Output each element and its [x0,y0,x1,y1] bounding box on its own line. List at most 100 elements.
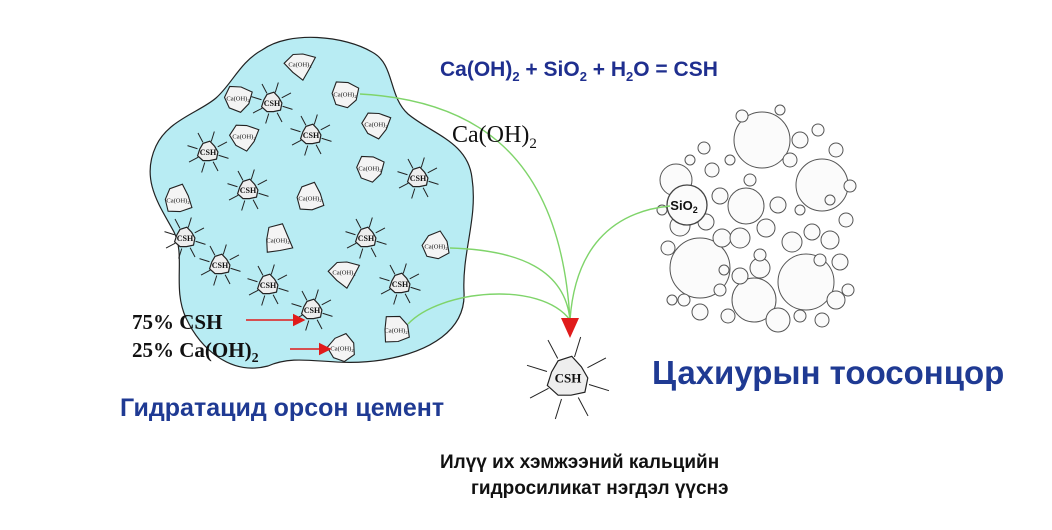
silica-particle [795,158,849,212]
csh-particle: CSH [291,289,333,331]
caoh-label: Ca(OH)2 [330,346,353,354]
silica-particle [782,152,798,168]
csh-label: CSH [212,261,229,270]
caoh-body [356,155,385,183]
silica-particle [838,212,854,228]
csh-label: CSH [200,148,217,157]
caoh-particle: Ca(OH)2 [356,155,385,183]
silica-particle-labeled: SiO2 [666,184,708,226]
silica-particle [841,283,855,297]
caption-hydrated-cement: Гидратацид орсон цемент [120,394,445,422]
product-csh-particle: CSH [526,336,610,420]
silica-particle [756,218,776,238]
csh-body [260,91,283,113]
csh-label: CSH [264,99,281,108]
caoh-label: Ca(OH)2 [266,238,289,246]
csh-spike [187,145,198,150]
silica-particle [814,312,830,328]
csh-spike [257,179,268,186]
csh-spike [574,336,582,358]
csh-particle: CSH [379,263,421,305]
csh-particle: CSH [227,169,269,211]
caoh-body [326,332,355,363]
csh-spike [305,320,310,331]
silica-particle [828,142,844,158]
reaction-arrows [359,93,671,325]
caoh-body [283,53,317,82]
silica-particle [720,308,736,324]
csh-spike [355,218,362,229]
csh-spike [209,245,216,256]
csh-spike [258,192,269,197]
caoh-particle: Ca(OH)2 [361,112,392,140]
csh-spike [237,170,244,181]
silica-particle [727,187,765,225]
csh-body [236,178,259,200]
csh-spike [409,273,420,280]
csh-spike [577,397,589,417]
csh-spike [230,267,241,272]
silica-particle [769,196,787,214]
silica-particle [820,230,840,250]
csh-label: CSH [358,234,375,243]
silica-particle [724,154,736,166]
caoh-particle: Ca(OH)2 [164,183,193,213]
caoh-particle: Ca(OH)2 [296,181,325,211]
silica-particle [791,131,809,149]
csh-spike [320,124,331,131]
csh-spike [261,295,266,306]
silica-particle [718,264,730,276]
csh-spike [291,303,302,308]
csh-spike [314,289,319,300]
silica-particle [803,223,821,241]
silica-particle [731,267,749,285]
csh-spike [428,180,439,185]
caption-silica-fume: Цахиурын тоосонцор [652,354,1005,391]
silica-particle [743,173,757,187]
silica-particle [793,309,807,323]
silica-particle [826,290,846,310]
csh-body [299,123,322,145]
silica-particle [777,253,835,311]
csh-spike [218,154,229,159]
caoh-body [228,124,260,152]
csh-body [256,273,279,295]
equation-subscript: 2 [579,69,587,85]
caoh-label: Ca(OH)2 [226,96,249,104]
caoh-body [223,85,253,113]
caoh-body [164,183,193,213]
arrow-from-caoh-mid [449,247,571,321]
csh-spike [397,171,408,176]
csh-body [406,166,429,188]
footer-line-1: Илүү их хэмжээний кальцийн [440,452,720,473]
csh-spike [277,274,288,281]
csh-spike [547,339,559,359]
reaction-equation: Ca(OH)2 + SiO2 + H2O = CSH [440,58,718,84]
csh-spike [248,289,259,296]
arrow-from-caoh-bottom [407,293,571,325]
csh-spike [587,357,607,369]
arrow-from-caoh-top [359,93,571,321]
csh-particle: CSH [397,157,439,199]
equation-part: + SiO [519,58,580,81]
csh-spike [212,161,219,172]
csh-spike [265,113,270,124]
csh-spike [420,157,425,168]
silica-particle [765,307,791,333]
csh-spike [224,274,231,285]
equation-part: O = CSH [633,58,718,81]
caoh-particle: Ca(OH)2 [228,124,260,152]
csh-spike [272,294,279,305]
csh-spike [261,83,268,94]
caoh-particle: Ca(OH)2 [326,332,355,363]
silica-particle [677,293,691,307]
csh-spike [199,258,210,263]
csh-spike [588,384,610,392]
csh-spike [164,231,175,236]
csh-spike [252,107,263,114]
csh-spike [313,114,318,125]
csh-spike [241,200,246,211]
